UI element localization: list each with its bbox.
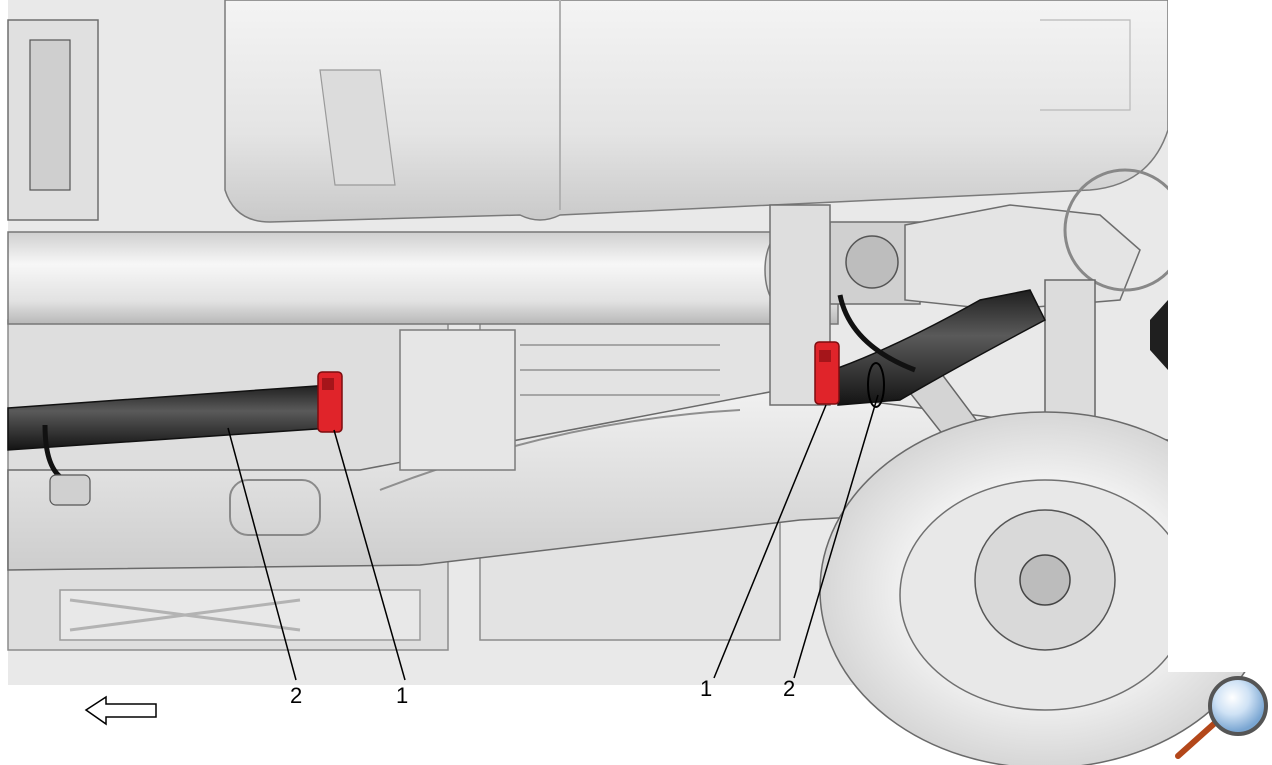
fuel-tank [224, 0, 1169, 223]
callout-right-1: 1 [700, 676, 712, 701]
left-bracket [7, 19, 99, 221]
rear-tire [819, 411, 1271, 765]
right-hose [837, 289, 1168, 406]
callout-left-2: 2 [290, 683, 302, 708]
leader-lines [227, 394, 879, 681]
frame-rail [7, 204, 1169, 571]
arrow-left-outline-icon [84, 695, 157, 726]
magnifier-icon[interactable] [1168, 672, 1272, 765]
right-clamp [814, 341, 885, 408]
callout-right-2: 2 [783, 676, 795, 701]
callout-left-1: 1 [396, 683, 408, 708]
left-clamp [317, 371, 343, 433]
